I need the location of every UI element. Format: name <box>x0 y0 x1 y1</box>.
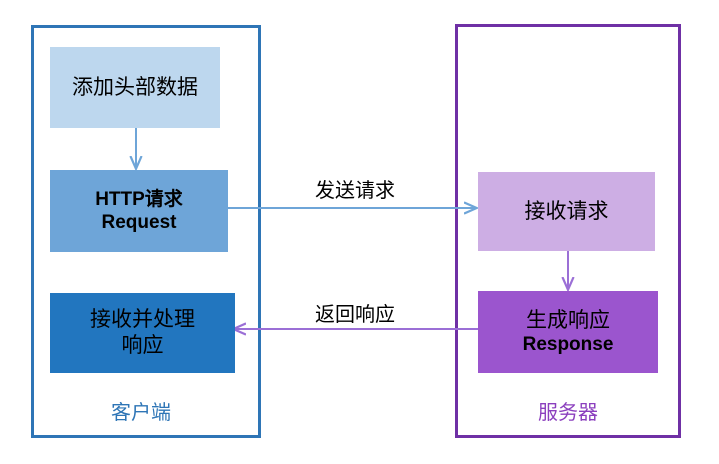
caption-send-request: 发送请求 <box>315 180 395 202</box>
box-handle-response-label-line1: 接收并处理 <box>90 308 195 332</box>
client-container <box>31 25 261 438</box>
caption-return-response: 返回响应 <box>315 304 395 326</box>
box-handle-response-label-line2: 响应 <box>121 334 164 357</box>
box-add-header-label: 添加头部数据 <box>72 75 198 99</box>
label-client: 客户端 <box>111 402 171 424</box>
label-server: 服务器 <box>538 402 598 424</box>
box-handle-response-text: 接收并处理 响应 <box>50 307 235 358</box>
server-container <box>455 24 681 438</box>
box-generate-response-label-en: Response <box>522 334 614 356</box>
box-generate-response-label-cn: 生成响应 <box>526 308 610 332</box>
box-http-request-text: HTTP请求 Request <box>50 188 228 234</box>
box-handle-response[interactable]: 接收并处理 响应 <box>50 293 235 373</box>
box-receive-request-label: 接收请求 <box>524 199 609 223</box>
box-generate-response-text: 生成响应 Response <box>478 308 658 357</box>
box-generate-response[interactable]: 生成响应 Response <box>478 291 658 373</box>
box-http-request[interactable]: HTTP请求 Request <box>50 170 228 252</box>
box-http-request-label-en: Request <box>101 212 177 233</box>
box-add-header[interactable]: 添加头部数据 <box>50 47 220 128</box>
box-http-request-label-cn: HTTP请求 <box>95 188 183 210</box>
box-receive-request[interactable]: 接收请求 <box>478 172 655 251</box>
